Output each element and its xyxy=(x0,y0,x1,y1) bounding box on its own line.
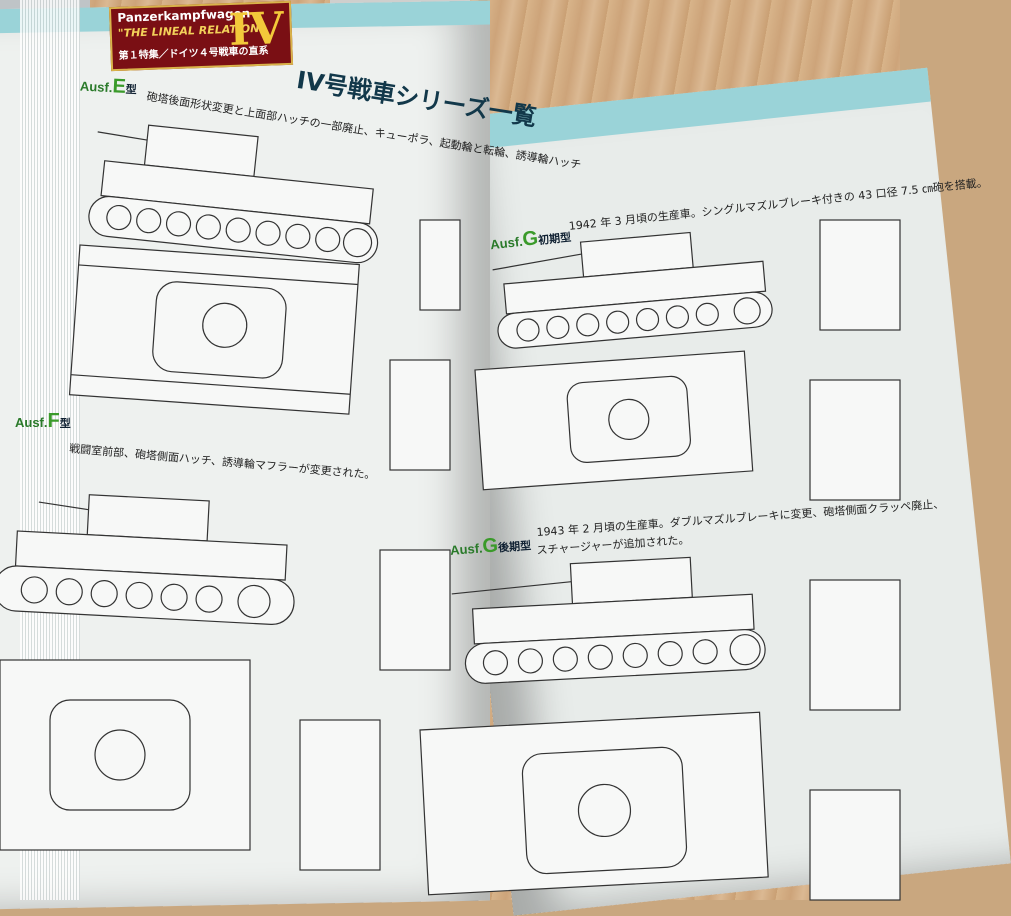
tank-top-drawing-e xyxy=(68,244,360,415)
tank-side-drawing-g-late xyxy=(451,556,766,684)
tank-side-drawing-g-early xyxy=(492,231,773,349)
tank-rear-drawings xyxy=(299,219,461,871)
tank-side-drawing-e xyxy=(88,124,379,264)
variant-label-f: Ausf.F型 xyxy=(15,410,71,432)
road-wheels xyxy=(106,204,373,258)
tank-top-drawing-f xyxy=(0,659,251,851)
tank-front-drawings xyxy=(809,219,901,901)
variant-label-e: Ausf.E型 xyxy=(79,75,137,98)
tank-top-drawing-g-early xyxy=(474,350,754,491)
logo-feature: 第１特集／ドイツ４号戦車の直系 xyxy=(118,45,269,62)
tank-side-drawing-f xyxy=(0,494,295,626)
magazine-logo: Panzerkampfwagen "THE LINEAL RELATION" I… xyxy=(108,0,294,72)
tank-top-drawing-g-late xyxy=(419,711,769,896)
